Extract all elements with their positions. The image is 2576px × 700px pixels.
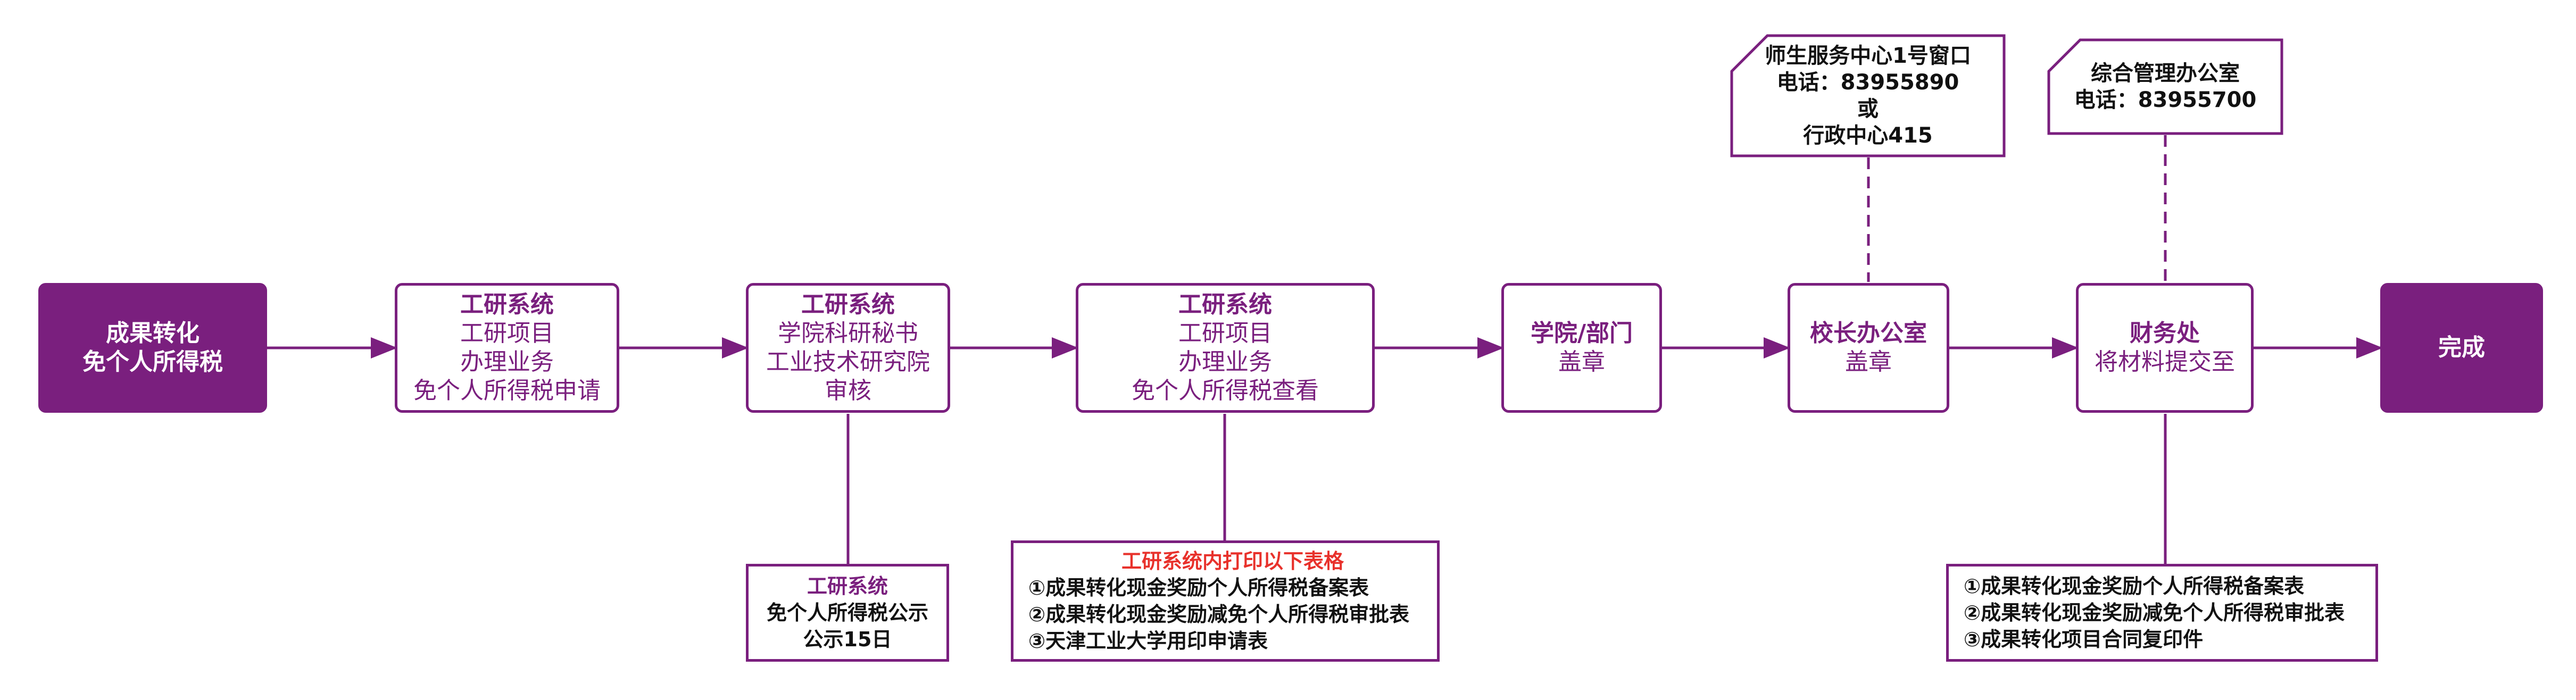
publicity-note: 工研系统 免个人所得税公示 公示15日	[746, 564, 949, 662]
review-node-line-1: 学院科研秘书	[778, 320, 918, 347]
start-node-line-2: 免个人所得税	[82, 348, 223, 376]
review-node-line-2: 工业技术研究院	[766, 348, 930, 376]
finance-materials-note-line-3: ③成果转化项目合同复印件	[1964, 628, 2204, 651]
review-node-title: 工研系统	[801, 291, 895, 318]
view-node-title: 工研系统	[1178, 291, 1272, 318]
general-office-callout: 综合管理办公室 电话：83955700	[2047, 38, 2283, 135]
view-node-line-2: 办理业务	[1178, 348, 1272, 376]
service-center-line-3: 或	[1857, 97, 1879, 121]
publicity-note-line-1: 免个人所得税公示	[766, 601, 928, 624]
service-center-line-2: 电话：83955890	[1776, 70, 1959, 95]
print-forms-note-line-1: ①成果转化现金奖励个人所得税备案表	[1028, 576, 1369, 599]
finance-node-title: 财务处	[2130, 320, 2200, 347]
apply-node-line-1: 工研项目	[460, 320, 554, 347]
president-node: 校长办公室 盖章	[1788, 283, 1949, 413]
start-node: 成果转化 免个人所得税	[38, 283, 267, 413]
print-forms-note-line-3: ③天津工业大学用印申请表	[1028, 629, 1268, 653]
review-node: 工研系统 学院科研秘书 工业技术研究院 审核	[746, 283, 950, 413]
apply-node-line-3: 免个人所得税申请	[413, 377, 601, 404]
college-node-line-1: 盖章	[1558, 348, 1605, 376]
general-office-line-1: 综合管理办公室	[2091, 61, 2240, 86]
service-center-line-1: 师生服务中心1号窗口	[1765, 44, 1971, 68]
finance-node-line-1: 将材料提交至	[2095, 348, 2235, 376]
view-node-line-3: 免个人所得税查看	[1132, 377, 1319, 404]
finance-materials-note-line-2: ②成果转化现金奖励减免个人所得税审批表	[1964, 601, 2345, 624]
college-node: 学院/部门 盖章	[1501, 283, 1662, 413]
print-forms-note-line-2: ②成果转化现金奖励减免个人所得税审批表	[1028, 603, 1410, 626]
finance-materials-note: ①成果转化现金奖励个人所得税备案表 ②成果转化现金奖励减免个人所得税审批表 ③成…	[1946, 564, 2378, 662]
start-node-line-1: 成果转化	[106, 320, 200, 347]
college-node-title: 学院/部门	[1530, 320, 1633, 347]
finance-materials-note-line-1: ①成果转化现金奖励个人所得税备案表	[1964, 574, 2305, 598]
print-forms-note: 工研系统内打印以下表格 ①成果转化现金奖励个人所得税备案表 ②成果转化现金奖励减…	[1011, 540, 1440, 662]
view-node-line-1: 工研项目	[1178, 320, 1272, 347]
publicity-note-title: 工研系统	[807, 574, 888, 598]
print-forms-note-title: 工研系统内打印以下表格	[1121, 549, 1344, 573]
callout-folded-shape	[2047, 38, 2283, 135]
service-center-callout: 师生服务中心1号窗口 电话：83955890 或 行政中心415	[1730, 34, 2006, 157]
end-node: 完成	[2380, 283, 2543, 413]
apply-node: 工研系统 工研项目 办理业务 免个人所得税申请	[395, 283, 619, 413]
president-node-line-1: 盖章	[1845, 348, 1892, 376]
callout-folded-shape	[1730, 34, 2006, 157]
apply-node-line-2: 办理业务	[460, 348, 554, 376]
service-center-line-4: 行政中心415	[1803, 123, 1933, 148]
president-node-title: 校长办公室	[1810, 320, 1927, 347]
apply-node-title: 工研系统	[460, 291, 554, 318]
view-node: 工研系统 工研项目 办理业务 免个人所得税查看	[1076, 283, 1375, 413]
end-node-label: 完成	[2438, 334, 2485, 361]
finance-node: 财务处 将材料提交至	[2076, 283, 2254, 413]
review-node-line-3: 审核	[825, 377, 871, 404]
general-office-line-2: 电话：83955700	[2074, 88, 2257, 112]
publicity-note-line-2: 公示15日	[803, 628, 892, 651]
